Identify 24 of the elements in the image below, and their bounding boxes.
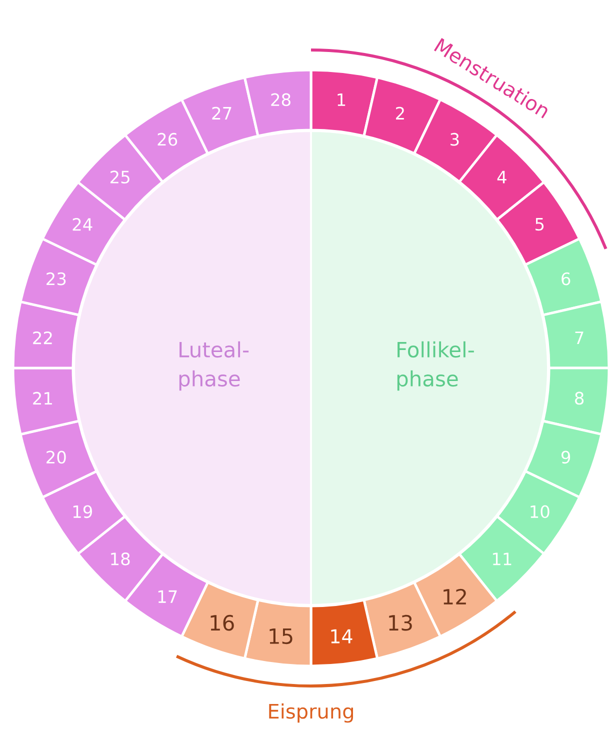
day-segment: 20 bbox=[19, 420, 98, 499]
node-label: 7 bbox=[575, 332, 584, 344]
day-segment: 6 bbox=[524, 237, 603, 316]
day-segment: 22 bbox=[12, 300, 80, 370]
node-label: 8 bbox=[575, 392, 584, 405]
day-segment: 7 bbox=[542, 300, 610, 370]
node-label: 9 bbox=[562, 450, 570, 464]
node-label: 6 bbox=[562, 272, 570, 286]
day-segment: 27 bbox=[180, 76, 260, 155]
day-segment: 14 bbox=[310, 598, 379, 668]
arc-label: Eisprung bbox=[269, 703, 353, 723]
day-segment: 28 bbox=[243, 68, 312, 138]
day-segment: 21 bbox=[12, 366, 80, 436]
day-segment: 2 bbox=[362, 76, 442, 155]
day-segment: 23 bbox=[19, 237, 98, 316]
day-segment: 1 bbox=[310, 68, 379, 138]
day-segment: 9 bbox=[524, 420, 603, 498]
day-segment: 8 bbox=[542, 366, 610, 436]
day-segment: 16 bbox=[180, 581, 260, 660]
day-segment: 3 bbox=[413, 98, 498, 184]
node-label: 5 bbox=[536, 218, 544, 231]
day-segment: 15 bbox=[243, 598, 312, 668]
day-segment: 5 bbox=[496, 180, 581, 266]
day-segment: 13 bbox=[362, 581, 442, 660]
